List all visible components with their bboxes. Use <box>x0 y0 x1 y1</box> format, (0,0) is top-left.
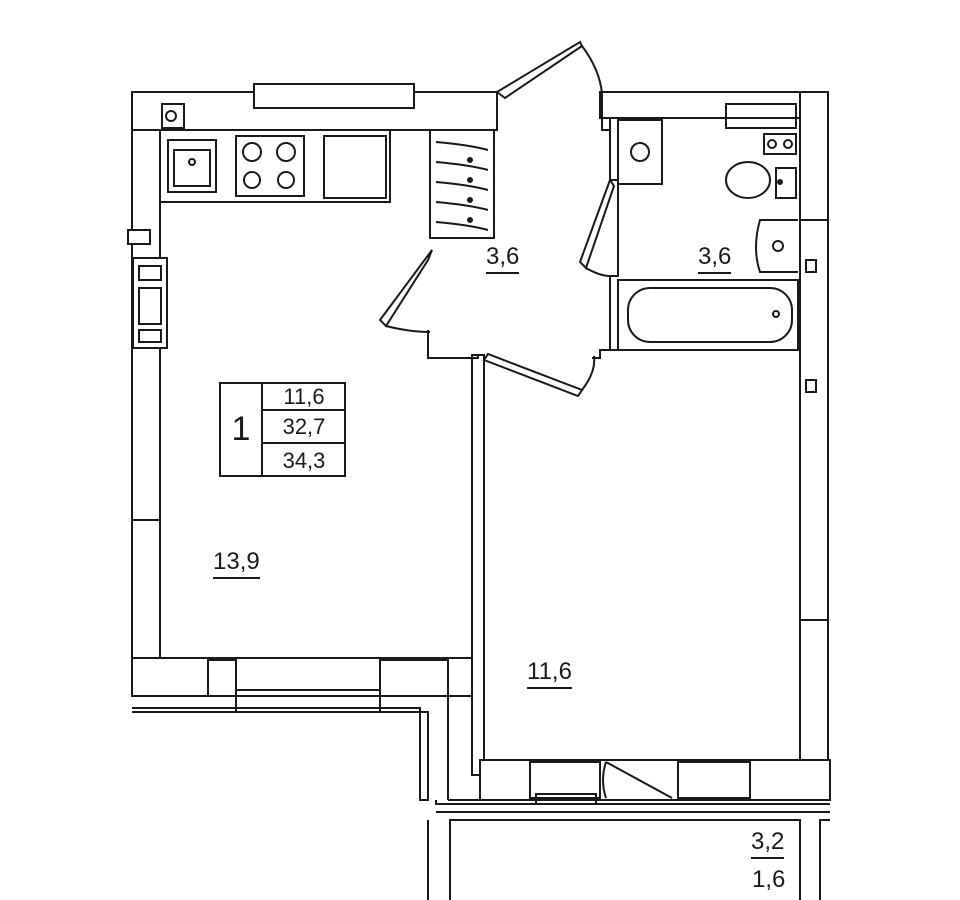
total-area-balcony-value: 34,3 <box>282 448 326 473</box>
kitchen-counter <box>159 103 391 203</box>
bedroom-bottom-wall <box>479 759 831 801</box>
sink <box>167 139 217 193</box>
apartment-info-table <box>219 382 346 477</box>
bedroom-area-label: 11,6 <box>527 660 572 689</box>
fridge <box>323 135 387 199</box>
washing-machine <box>617 119 663 185</box>
wardrobe <box>429 129 495 239</box>
bedroom-door <box>482 352 596 398</box>
bathroom-area-label: 3,6 <box>698 245 732 274</box>
right-wall <box>799 91 829 761</box>
kitchen-area-label: 13,9 <box>213 550 260 579</box>
rooms-count: 1 <box>231 410 251 448</box>
bathroom-fixtures <box>617 103 799 351</box>
living-area-value: 11,6 <box>283 384 325 409</box>
bathroom-top-wall <box>599 91 801 119</box>
bathtub <box>617 279 799 351</box>
washbasin <box>755 219 798 273</box>
left-wall <box>131 91 161 659</box>
kitchen-counter-top <box>159 129 391 203</box>
total-area-value: 32,7 <box>282 414 326 439</box>
hall-area-label: 3,6 <box>486 245 520 274</box>
stove <box>235 135 305 197</box>
balcony-area-reduced-label: 1,6 <box>752 866 786 893</box>
partition-wall <box>471 354 485 776</box>
balcony-area-full-label: 3,2 <box>751 830 785 859</box>
toilet <box>725 161 771 199</box>
hall-door <box>378 249 433 333</box>
balcony-door <box>602 761 673 799</box>
kitchen-window <box>253 83 415 109</box>
bathroom-door <box>578 177 616 277</box>
